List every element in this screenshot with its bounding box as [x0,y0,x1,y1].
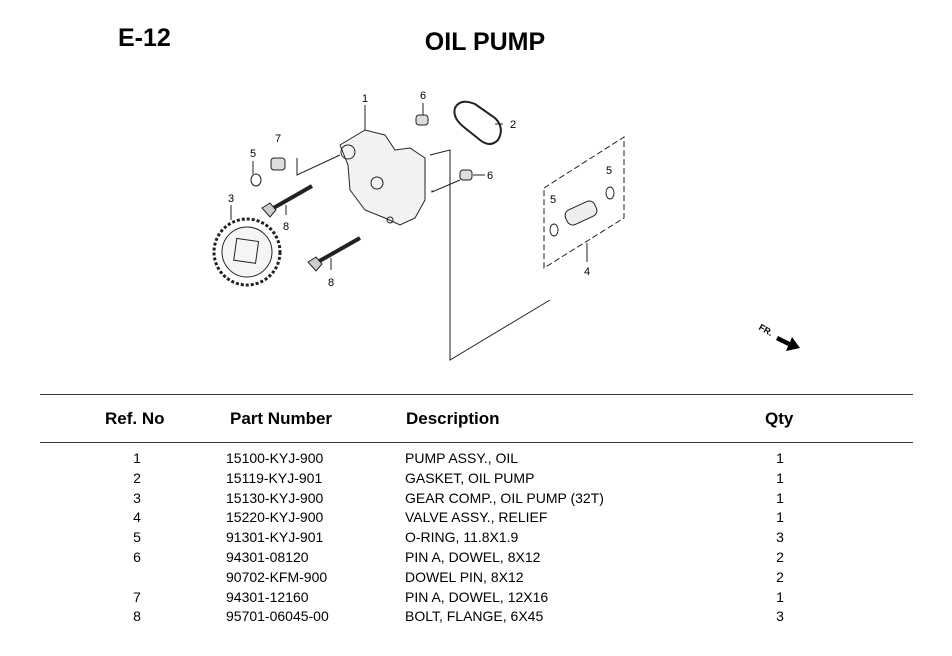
qty-cell: 1 [776,588,784,605]
part-number-cell: 15119-KYJ-901 [226,469,323,486]
relief-valve [564,200,598,226]
callout-6: 6 [487,170,493,182]
qty-cell: 1 [776,509,784,526]
qty-cell: 3 [776,529,784,546]
ref-cell: 6 [133,549,141,565]
part-number-cell: 15100-KYJ-900 [226,450,324,466]
callout-7: 7 [275,133,281,145]
col-header-part-number: Part Number [230,409,333,428]
dowel-pin [270,157,286,171]
callout-5: 5 [550,194,556,206]
front-direction-arrow: FR. [757,322,800,351]
part-number-cell: 94301-12160 [226,588,309,605]
description-cell: PIN A, DOWEL, 12X16 [405,588,549,605]
table-row: 7 94301-12160 PIN A, DOWEL, 12X16 1 [0,589,952,609]
description-cell: PIN A, DOWEL, 8X12 [405,549,541,565]
ref-cell: 1 [133,450,141,466]
description-cell: GEAR COMP., OIL PUMP (32T) [405,489,604,506]
col-header-description: Description [406,409,500,428]
page-title: OIL PUMP [424,28,546,56]
description-cell: BOLT, FLANGE, 6X45 [405,608,544,625]
table-row: 1 15100-KYJ-900 PUMP ASSY., OIL 1 [0,450,952,470]
table-row: 90702-KFM-900 DOWEL PIN, 8X12 2 [0,569,952,589]
ref-cell: 7 [133,588,141,605]
dowel-pin [415,114,429,126]
ref-cell: 3 [133,489,141,506]
table-top-rule [40,394,913,395]
callout-4: 4 [584,266,590,278]
leader-lines [230,103,588,361]
o-ring [605,186,615,200]
callout-5: 5 [606,165,612,177]
table-row: 6 94301-08120 PIN A, DOWEL, 8X12 2 [0,549,952,569]
callout-6: 6 [420,90,426,102]
ref-cell: 2 [133,469,141,486]
exploded-diagram: 1 6 2 7 5 6 5 5 3 8 4 8 FR. [212,90,800,361]
relief-valve-box [543,136,625,269]
callout-1: 1 [362,93,368,105]
qty-cell: 3 [776,608,784,625]
table-row: 5 91301-KYJ-901 O-RING, 11.8X1.9 3 [0,529,952,549]
description-cell: VALVE ASSY., RELIEF [405,509,548,526]
col-header-ref: Ref. No [105,409,165,428]
oil-pump-body [339,129,426,226]
table-row: 8 95701-06045-00 BOLT, FLANGE, 6X45 3 [0,608,952,628]
part-number-cell: 15220-KYJ-900 [226,509,324,526]
description-cell: PUMP ASSY., OIL [405,450,519,466]
description-cell: GASKET, OIL PUMP [405,469,535,486]
part-number-cell: 15130-KYJ-900 [226,489,324,506]
dowel-pin [459,169,473,181]
ref-cell: 4 [133,509,141,526]
qty-cell: 2 [776,568,784,585]
callout-3: 3 [228,193,234,205]
gasket [453,100,502,145]
table-row: 2 15119-KYJ-901 GASKET, OIL PUMP 1 [0,470,952,490]
qty-cell: 2 [776,549,784,565]
table-header-rule [40,442,913,443]
flange-bolt [315,236,361,265]
description-cell: DOWEL PIN, 8X12 [405,568,524,585]
o-ring [250,173,262,187]
flange-bolt [269,184,313,212]
col-header-qty: Qty [765,409,794,428]
description-cell: O-RING, 11.8X1.9 [405,529,519,546]
part-number-cell: 90702-KFM-900 [226,568,328,585]
qty-cell: 1 [776,450,784,466]
ref-cell: 5 [133,529,141,546]
callout-8: 8 [283,221,289,233]
table-row: 3 15130-KYJ-900 GEAR COMP., OIL PUMP (32T)… [0,490,952,510]
part-number-cell: 91301-KYJ-901 [226,529,324,546]
section-code: E-12 [118,24,171,52]
arrow-icon [776,336,800,351]
callout-8: 8 [328,277,334,289]
callout-5: 5 [250,148,256,160]
part-number-cell: 94301-08120 [226,549,309,565]
ref-cell: 8 [133,608,141,625]
part-number-cell: 95701-06045-00 [226,608,329,625]
direction-label: FR. [757,322,775,338]
gear [212,217,282,287]
o-ring [549,223,559,237]
qty-cell: 1 [776,489,784,506]
qty-cell: 1 [776,469,784,486]
callout-2: 2 [510,119,516,131]
table-row: 4 15220-KYJ-900 VALVE ASSY., RELIEF 1 [0,509,952,529]
